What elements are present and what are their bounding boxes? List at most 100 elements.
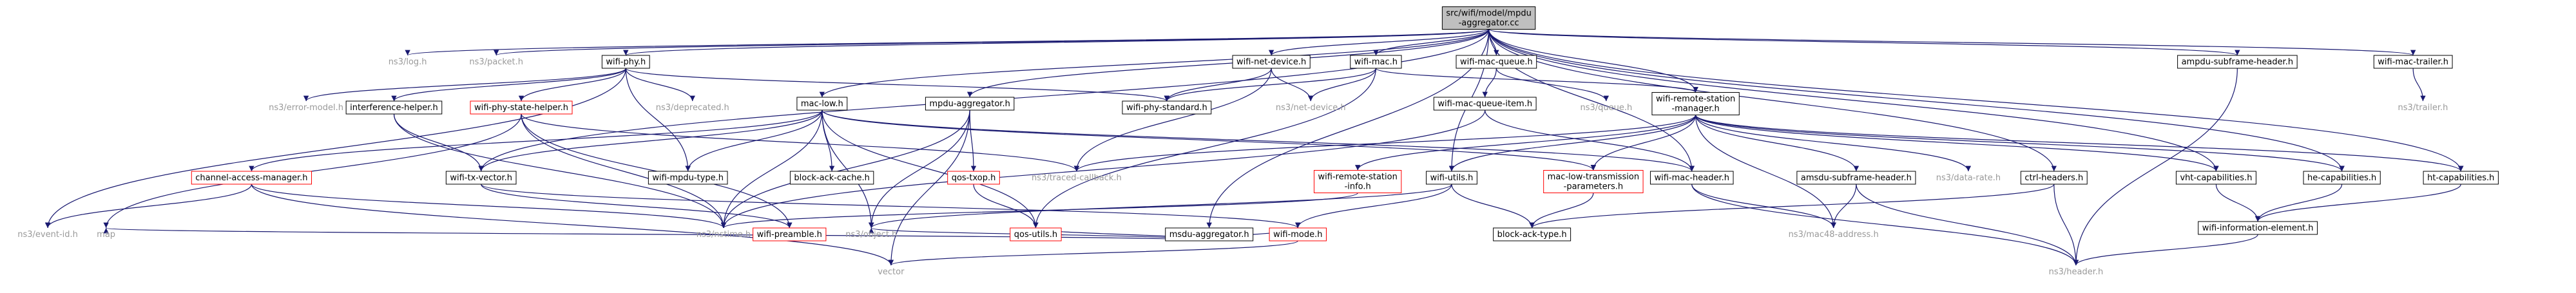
node-box bbox=[2303, 171, 2381, 185]
edge-amsdusubframe-to-header bbox=[1856, 184, 2079, 266]
node-label: wifi-phy-state-helper.h bbox=[474, 103, 568, 113]
node-label: channel-access-manager.h bbox=[195, 173, 307, 183]
node-wifimactrailer[interactable]: wifi-mac-trailer.h bbox=[2373, 55, 2453, 69]
node-box bbox=[1232, 55, 1311, 69]
edge-maclow-to-blockackcache bbox=[822, 109, 835, 172]
node-channelaccessmanager[interactable]: channel-access-manager.h bbox=[191, 171, 312, 185]
edge-wifimacqueue-to-queue bbox=[1495, 68, 1610, 102]
edge-wifiphy-to-errormodel bbox=[303, 68, 626, 102]
node-ctrlheaders[interactable]: ctrl-headers.h bbox=[2020, 171, 2088, 185]
node-box bbox=[796, 97, 848, 111]
node-box bbox=[445, 171, 517, 185]
edge-interferencehelper-to-wifitxvector bbox=[393, 113, 484, 172]
node-box bbox=[2373, 55, 2453, 69]
node-label: wifi-mac.h bbox=[1354, 57, 1398, 67]
node-label: wifi-phy.h bbox=[606, 57, 646, 67]
node-qostxop[interactable]: qos-txop.h bbox=[947, 171, 1000, 185]
node-box bbox=[1456, 55, 1537, 69]
edge-root-to-htcap bbox=[1488, 29, 2464, 172]
node-wifimacheader[interactable]: wifi-mac-header.h bbox=[1649, 171, 1734, 185]
node-errormodel: ns3/error-model.h bbox=[269, 103, 343, 113]
node-amsdusubframe[interactable]: amsdu-subframe-header.h bbox=[1796, 171, 1916, 185]
edge-wifiremotestationmanager-to-hecap bbox=[1695, 115, 2345, 172]
node-label: vht-capabilities.h bbox=[2180, 173, 2252, 183]
edge-wifinetdevice-to-wifiphystandard bbox=[1164, 68, 1272, 102]
node-maclow[interactable]: mac-low.h bbox=[796, 97, 848, 111]
node-label: -aggregator.cc bbox=[1459, 19, 1519, 28]
node-qosutils[interactable]: qos-utils.h bbox=[1010, 227, 1062, 241]
node-wifiphystatehelper[interactable]: wifi-phy-state-helper.h bbox=[470, 100, 573, 115]
node-label: -manager.h bbox=[1671, 104, 1719, 114]
edge-maclow-to-nstime bbox=[720, 109, 823, 229]
node-hecap[interactable]: he-capabilities.h bbox=[2303, 171, 2381, 185]
node-box bbox=[1433, 97, 1537, 111]
node-root[interactable]: src/wifi/model/mpdu-aggregator.cc bbox=[1441, 6, 1536, 30]
node-label: ns3/object.h bbox=[845, 230, 897, 240]
node-label: map bbox=[97, 230, 115, 240]
edge-root-to-ctrlheaders bbox=[1488, 29, 2057, 172]
node-map: map bbox=[97, 230, 115, 240]
node-label: ns3/header.h bbox=[2049, 267, 2104, 277]
edge-root-to-wifiphy bbox=[623, 28, 1490, 56]
node-vhtcap[interactable]: vht-capabilities.h bbox=[2175, 171, 2256, 185]
node-label: wifi-remote-station bbox=[1318, 173, 1398, 182]
edge-wifiremotestationmanager-to-datarate bbox=[1695, 115, 1972, 172]
edge-wifimacqueue-to-wifimacqueueitem bbox=[1482, 68, 1497, 98]
node-label: ns3/deprecated.h bbox=[656, 103, 729, 113]
node-mpduaggregatorh[interactable]: mpdu-aggregator.h bbox=[925, 97, 1015, 111]
edge-wifimac-to-wifiphystandard bbox=[1164, 68, 1376, 102]
node-box bbox=[1441, 6, 1536, 30]
node-wifimacqueueitem[interactable]: wifi-mac-queue-item.h bbox=[1433, 97, 1537, 111]
node-wifiremotestationmanager[interactable]: wifi-remote-station-manager.h bbox=[1651, 92, 1740, 115]
node-label: ampdu-subframe-header.h bbox=[2182, 57, 2294, 67]
node-wifipreamble[interactable]: wifi-preamble.h bbox=[753, 227, 827, 241]
node-box bbox=[470, 100, 573, 115]
node-wifimpdutype[interactable]: wifi-mpdu-type.h bbox=[648, 171, 728, 185]
node-wifitxvector[interactable]: wifi-tx-vector.h bbox=[445, 171, 517, 185]
node-label: wifi-remote-station bbox=[1656, 95, 1735, 104]
node-box bbox=[1350, 55, 1402, 69]
node-wifiphy[interactable]: wifi-phy.h bbox=[601, 55, 650, 69]
node-label: wifi-mac-header.h bbox=[1654, 173, 1729, 183]
node-box bbox=[1165, 227, 1254, 241]
node-wifinetdevice[interactable]: wifi-net-device.h bbox=[1232, 55, 1311, 69]
node-box bbox=[1314, 170, 1402, 193]
node-box bbox=[2198, 221, 2318, 235]
node-wifiutils[interactable]: wifi-utils.h bbox=[1426, 171, 1477, 185]
node-label: block-ack-cache.h bbox=[794, 173, 869, 183]
edge-mpduaggregatorh-to-nstime bbox=[720, 109, 970, 229]
edge-wifimac-to-wifiremotestationmanager bbox=[1375, 68, 1698, 93]
node-interferencehelper[interactable]: interference-helper.h bbox=[345, 100, 443, 115]
edge-wifiphystatehelper-to-tracedcallback bbox=[521, 113, 1079, 172]
edge-maclow-to-qosutils bbox=[822, 109, 1039, 229]
node-box bbox=[1122, 100, 1212, 115]
node-wifiinfoelement[interactable]: wifi-information-element.h bbox=[2198, 221, 2318, 235]
node-wifiphystandard[interactable]: wifi-phy-standard.h bbox=[1122, 100, 1212, 115]
node-msduaggregator[interactable]: msdu-aggregator.h bbox=[1165, 227, 1254, 241]
node-wifimacqueue[interactable]: wifi-mac-queue.h bbox=[1456, 55, 1537, 69]
node-htcap[interactable]: ht-capabilities.h bbox=[2423, 171, 2499, 185]
edge-channelaccessmanager-to-eventid bbox=[44, 184, 252, 229]
edge-qostxop-to-qosutils bbox=[973, 184, 1039, 229]
node-wifimode[interactable]: wifi-mode.h bbox=[1269, 227, 1327, 241]
node-box bbox=[2423, 171, 2499, 185]
node-box bbox=[191, 171, 312, 185]
node-wifiremotestationinfo[interactable]: wifi-remote-station-info.h bbox=[1314, 170, 1402, 193]
node-label: ns3/data-rate.h bbox=[1936, 173, 2001, 183]
node-box bbox=[1649, 171, 1734, 185]
node-blockackcache[interactable]: block-ack-cache.h bbox=[789, 171, 874, 185]
node-box bbox=[1426, 171, 1477, 185]
node-ampdusubframe[interactable]: ampdu-subframe-header.h bbox=[2177, 55, 2298, 69]
edge-wifiremotestationmanager-to-htcap bbox=[1695, 115, 2464, 172]
edge-wifiremotestationmanager-to-mac48 bbox=[1695, 115, 1836, 229]
node-box bbox=[753, 227, 827, 241]
node-maclowtxparams[interactable]: mac-low-transmission-parameters.h bbox=[1543, 170, 1644, 193]
node-box bbox=[1651, 92, 1740, 115]
edges bbox=[44, 28, 2464, 266]
node-label: wifi-information-element.h bbox=[2202, 223, 2314, 233]
edge-wifiphy-to-eventid bbox=[44, 68, 626, 229]
node-wifimac[interactable]: wifi-mac.h bbox=[1350, 55, 1402, 69]
node-blockacktype[interactable]: block-ack-type.h bbox=[1493, 227, 1572, 241]
edge-wifimacheader-to-mac48 bbox=[1691, 184, 1836, 229]
edge-wifimactrailer-to-trailer bbox=[2412, 68, 2426, 102]
